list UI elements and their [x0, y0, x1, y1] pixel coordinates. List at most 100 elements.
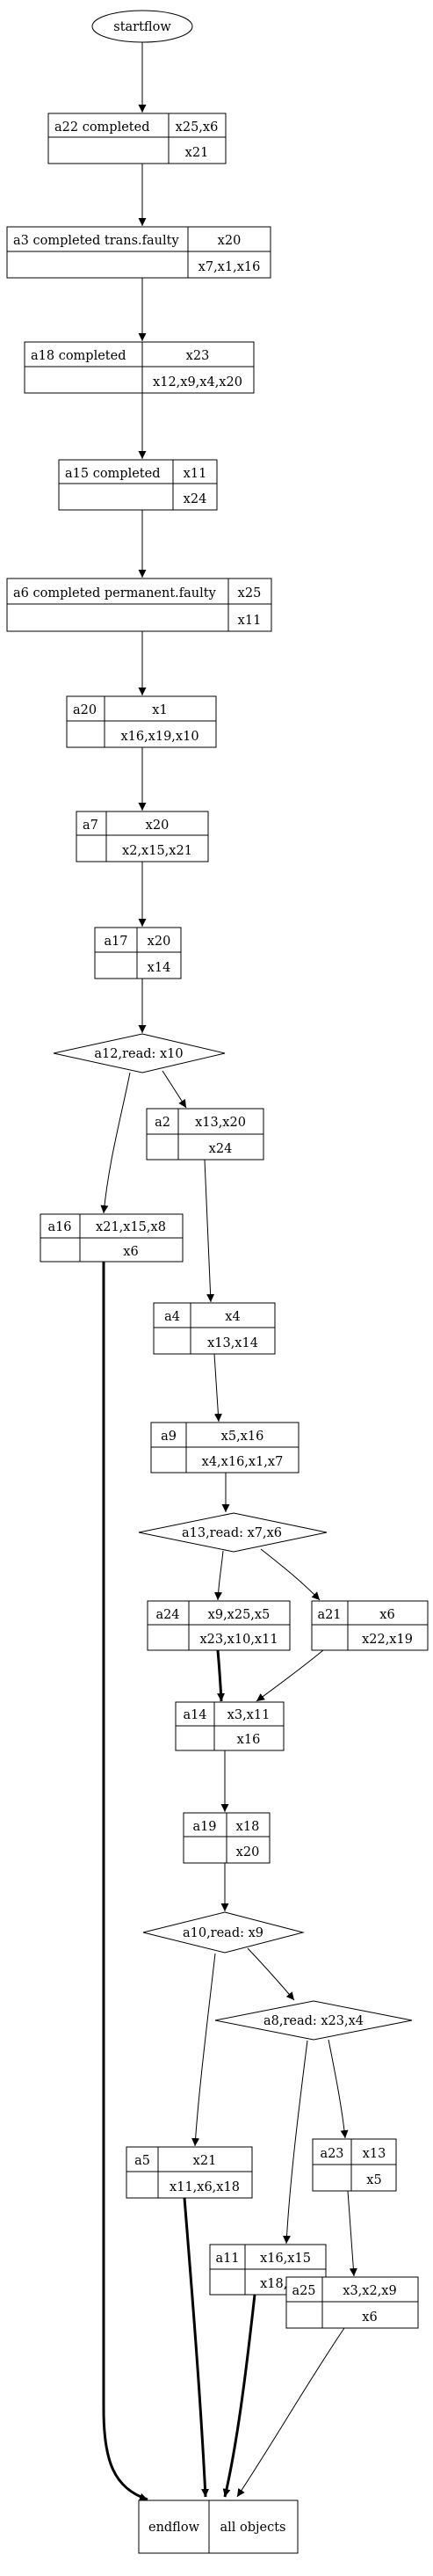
start-node: startflow — [91, 10, 193, 43]
edge-a16-end — [102, 1262, 148, 2501]
record-a19-bottom: x20 — [236, 1845, 260, 1859]
record-a6-name: a6 completed permanent.faulty — [13, 586, 217, 600]
record-a24: a24 x9,x25,x5 x23,x10,x11 — [147, 1600, 291, 1651]
record-a11-name: a11 — [215, 2252, 239, 2266]
record-a16-bottom: x6 — [123, 1245, 138, 1259]
record-a5-top: x21 — [193, 2154, 217, 2168]
decision-a12-label: a12,read: x10 — [94, 1047, 183, 1061]
record-a16-top: x21,x15,x8 — [96, 1220, 166, 1234]
edge-a13-a21 — [260, 1548, 321, 1601]
record-a6-top: x25 — [238, 586, 262, 600]
record-a21-name: a21 — [317, 1608, 341, 1622]
edge-a4-a9 — [213, 1353, 222, 1423]
record-a23-top: x13 — [363, 2147, 386, 2161]
record-a14-name: a14 — [183, 1708, 206, 1722]
record-a4: a4 x4 x13,x14 — [153, 1302, 276, 1355]
edge-a11-end — [222, 2294, 256, 2498]
record-a9-name: a9 — [161, 1430, 177, 1444]
edge-a2-a4 — [204, 1159, 215, 1303]
record-a24-bottom: x23,x10,x11 — [199, 1633, 278, 1647]
record-a7-top: x20 — [146, 819, 170, 833]
record-a11-top: x16,x15 — [260, 2252, 311, 2266]
record-a20-bottom: x16,x19,x10 — [120, 730, 198, 744]
record-a7-name: a7 — [83, 819, 98, 833]
edge-a5-end — [183, 2197, 210, 2498]
record-a5-name: a5 — [134, 2154, 150, 2168]
record-a25-top: x3,x2,x9 — [343, 2284, 396, 2298]
record-a21: a21 x6 x22,x19 — [311, 1600, 429, 1651]
record-a22-bottom: x21 — [185, 146, 209, 160]
record-a15: a15 completed x11 x24 — [58, 459, 218, 511]
record-a23: a23 x13 x5 — [312, 2138, 397, 2192]
record-a15-top: x11 — [184, 467, 207, 481]
record-a22: a22 completed x25,x6 x21 — [47, 113, 227, 164]
edge-a25-end — [236, 2327, 345, 2498]
record-a7: a7 x20 x2,x15,x21 — [76, 811, 209, 862]
edge-a10-a5 — [191, 1953, 216, 2147]
record-a25-name: a25 — [292, 2284, 315, 2298]
record-a14-bottom: x16 — [237, 1733, 261, 1747]
record-a5: a5 x21 x11,x6,x18 — [126, 2146, 253, 2199]
record-a9-bottom: x4,x16,x1,x7 — [202, 1455, 284, 1469]
record-a2-name: a2 — [155, 1116, 170, 1130]
decision-a8: a8,read: x23,x4 — [214, 2000, 413, 2041]
record-a25: a25 x3,x2,x9 x6 — [285, 2276, 419, 2329]
record-a14: a14 x3,x11 x16 — [175, 1701, 285, 1751]
record-a9: a9 x5,x16 x4,x16,x1,x7 — [150, 1422, 299, 1474]
edge-a10-a8 — [247, 1947, 295, 2001]
record-a19-name: a19 — [192, 1820, 216, 1834]
record-a6-bottom: x11 — [238, 614, 262, 628]
record-a15-bottom: x24 — [184, 492, 207, 506]
record-a18: a18 completed x23 x12,x9,x4,x20 — [24, 341, 255, 394]
end-node: endflow all objects — [138, 2500, 299, 2554]
decision-a10: a10,read: x9 — [142, 1911, 305, 1954]
record-a2: a2 x13,x20 x24 — [146, 1108, 264, 1161]
record-a3-bottom: x7,x1,x16 — [198, 260, 261, 274]
record-a20-top: x1 — [152, 703, 167, 717]
record-a15-name: a15 completed — [65, 467, 161, 481]
edges — [100, 42, 357, 2501]
edge-a12-a2 — [162, 1070, 187, 1109]
record-a3: a3 completed trans.faulty x20 x7,x1,x16 — [6, 226, 271, 279]
record-a7-bottom: x2,x15,x21 — [122, 844, 192, 858]
record-a4-top: x4 — [225, 1310, 240, 1324]
record-a4-name: a4 — [164, 1310, 180, 1324]
record-a24-name: a24 — [155, 1608, 179, 1622]
record-a18-bottom: x12,x9,x4,x20 — [153, 375, 242, 389]
edge-a21-a14 — [256, 1649, 324, 1702]
record-a21-bottom: x22,x19 — [362, 1633, 413, 1647]
record-a17-name: a17 — [104, 935, 127, 949]
decision-a8-label: a8,read: x23,x4 — [263, 2014, 364, 2028]
end-label: endflow — [148, 2521, 200, 2535]
record-a23-bottom: x5 — [366, 2173, 381, 2187]
record-a17-top: x20 — [148, 935, 171, 949]
record-a22-top: x25,x6 — [176, 120, 219, 135]
decision-a12: a12,read: x10 — [53, 1033, 226, 1073]
record-a6: a6 completed permanent.faulty x25 x11 — [6, 578, 272, 632]
decision-a13-label: a13,read: x7,x6 — [182, 1526, 282, 1540]
record-a17: a17 x20 x14 — [94, 927, 182, 979]
record-a4-bottom: x13,x14 — [207, 1336, 258, 1350]
edge-a12-a16 — [100, 1072, 131, 1214]
record-a25-bottom: x6 — [362, 2310, 377, 2325]
decision-a10-label: a10,read: x9 — [183, 1926, 263, 1940]
record-a5-bottom: x11,x6,x18 — [170, 2180, 240, 2194]
record-a24-top: x9,x25,x5 — [208, 1608, 271, 1622]
record-a20: a20 x1 x16,x19,x10 — [66, 695, 217, 748]
record-a19: a19 x18 x20 — [183, 1812, 271, 1864]
record-a3-name: a3 completed trans.faulty — [13, 234, 179, 248]
decision-a13: a13,read: x7,x6 — [138, 1512, 328, 1553]
record-a22-name: a22 completed — [54, 120, 150, 135]
record-a2-bottom: x24 — [209, 1142, 233, 1156]
record-a18-name: a18 completed — [31, 349, 126, 363]
edge-a13-a24 — [213, 1550, 224, 1601]
end-all-objects-label: all objects — [220, 2521, 285, 2535]
edge-a23-a25 — [347, 2190, 357, 2277]
edge-a8-a23 — [328, 2039, 349, 2139]
record-a2-top: x13,x20 — [195, 1116, 246, 1130]
start-label: startflow — [113, 20, 171, 34]
record-a3-top: x20 — [218, 234, 242, 248]
record-a19-top: x18 — [236, 1820, 260, 1834]
record-a21-top: x6 — [379, 1608, 394, 1622]
